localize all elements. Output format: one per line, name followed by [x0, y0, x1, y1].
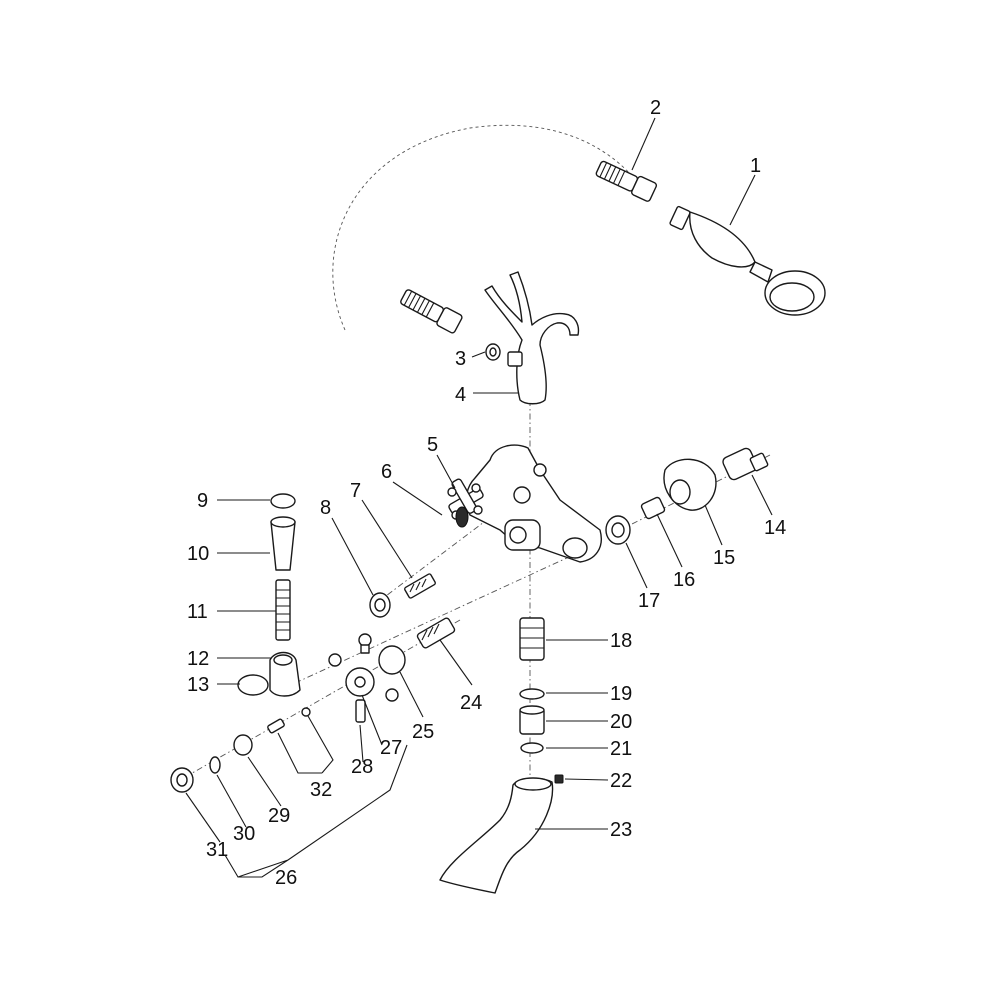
callout-28: 28 [351, 756, 373, 778]
callout-18: 18 [610, 630, 632, 652]
cross-handle [447, 478, 484, 528]
callout-16: 16 [673, 569, 695, 591]
callout-7: 7 [350, 480, 361, 502]
callout-21: 21 [610, 738, 632, 760]
small-fittings [170, 707, 311, 793]
callout-26: 26 [275, 867, 297, 889]
callout-11: 11 [187, 601, 208, 623]
callout-8: 8 [320, 497, 331, 519]
lever-handle [237, 493, 301, 697]
callout-2: 2 [650, 97, 661, 119]
callout-4: 4 [455, 384, 466, 406]
callout-9: 9 [197, 490, 208, 512]
spout [439, 777, 554, 894]
callout-5: 5 [427, 434, 438, 456]
shower-holder [484, 271, 580, 405]
washer [485, 343, 501, 361]
mixer-body [465, 444, 602, 563]
callout-12: 12 [187, 648, 209, 670]
leader-lines [185, 117, 773, 878]
callout-22: 22 [610, 770, 632, 792]
callout-30: 30 [233, 823, 255, 845]
callout-numbers: 1 2 3 4 5 6 7 8 9 10 11 12 13 14 15 16 1… [187, 97, 786, 889]
wall-connector [605, 447, 769, 545]
shower-hose [400, 160, 658, 334]
callout-14: 14 [764, 517, 786, 539]
callout-20: 20 [610, 711, 632, 733]
callout-25: 25 [412, 721, 434, 743]
callout-13: 13 [187, 674, 209, 696]
callout-6: 6 [381, 461, 392, 483]
callout-19: 19 [610, 683, 632, 705]
set-screw [554, 774, 564, 784]
hand-shower [669, 205, 826, 316]
callout-24: 24 [460, 692, 482, 714]
callout-17: 17 [638, 590, 660, 612]
callout-1: 1 [750, 155, 761, 177]
callout-15: 15 [713, 547, 735, 569]
cartridge-assembly [328, 617, 456, 723]
callout-31: 31 [206, 839, 228, 861]
callout-10: 10 [187, 543, 209, 565]
callout-3: 3 [455, 348, 466, 370]
cartridge [404, 573, 436, 599]
callout-29: 29 [268, 805, 290, 827]
callout-32: 32 [310, 779, 332, 801]
callout-27: 27 [380, 737, 402, 759]
nut [369, 592, 391, 618]
callout-23: 23 [610, 819, 632, 841]
diverter-stack [519, 617, 545, 754]
